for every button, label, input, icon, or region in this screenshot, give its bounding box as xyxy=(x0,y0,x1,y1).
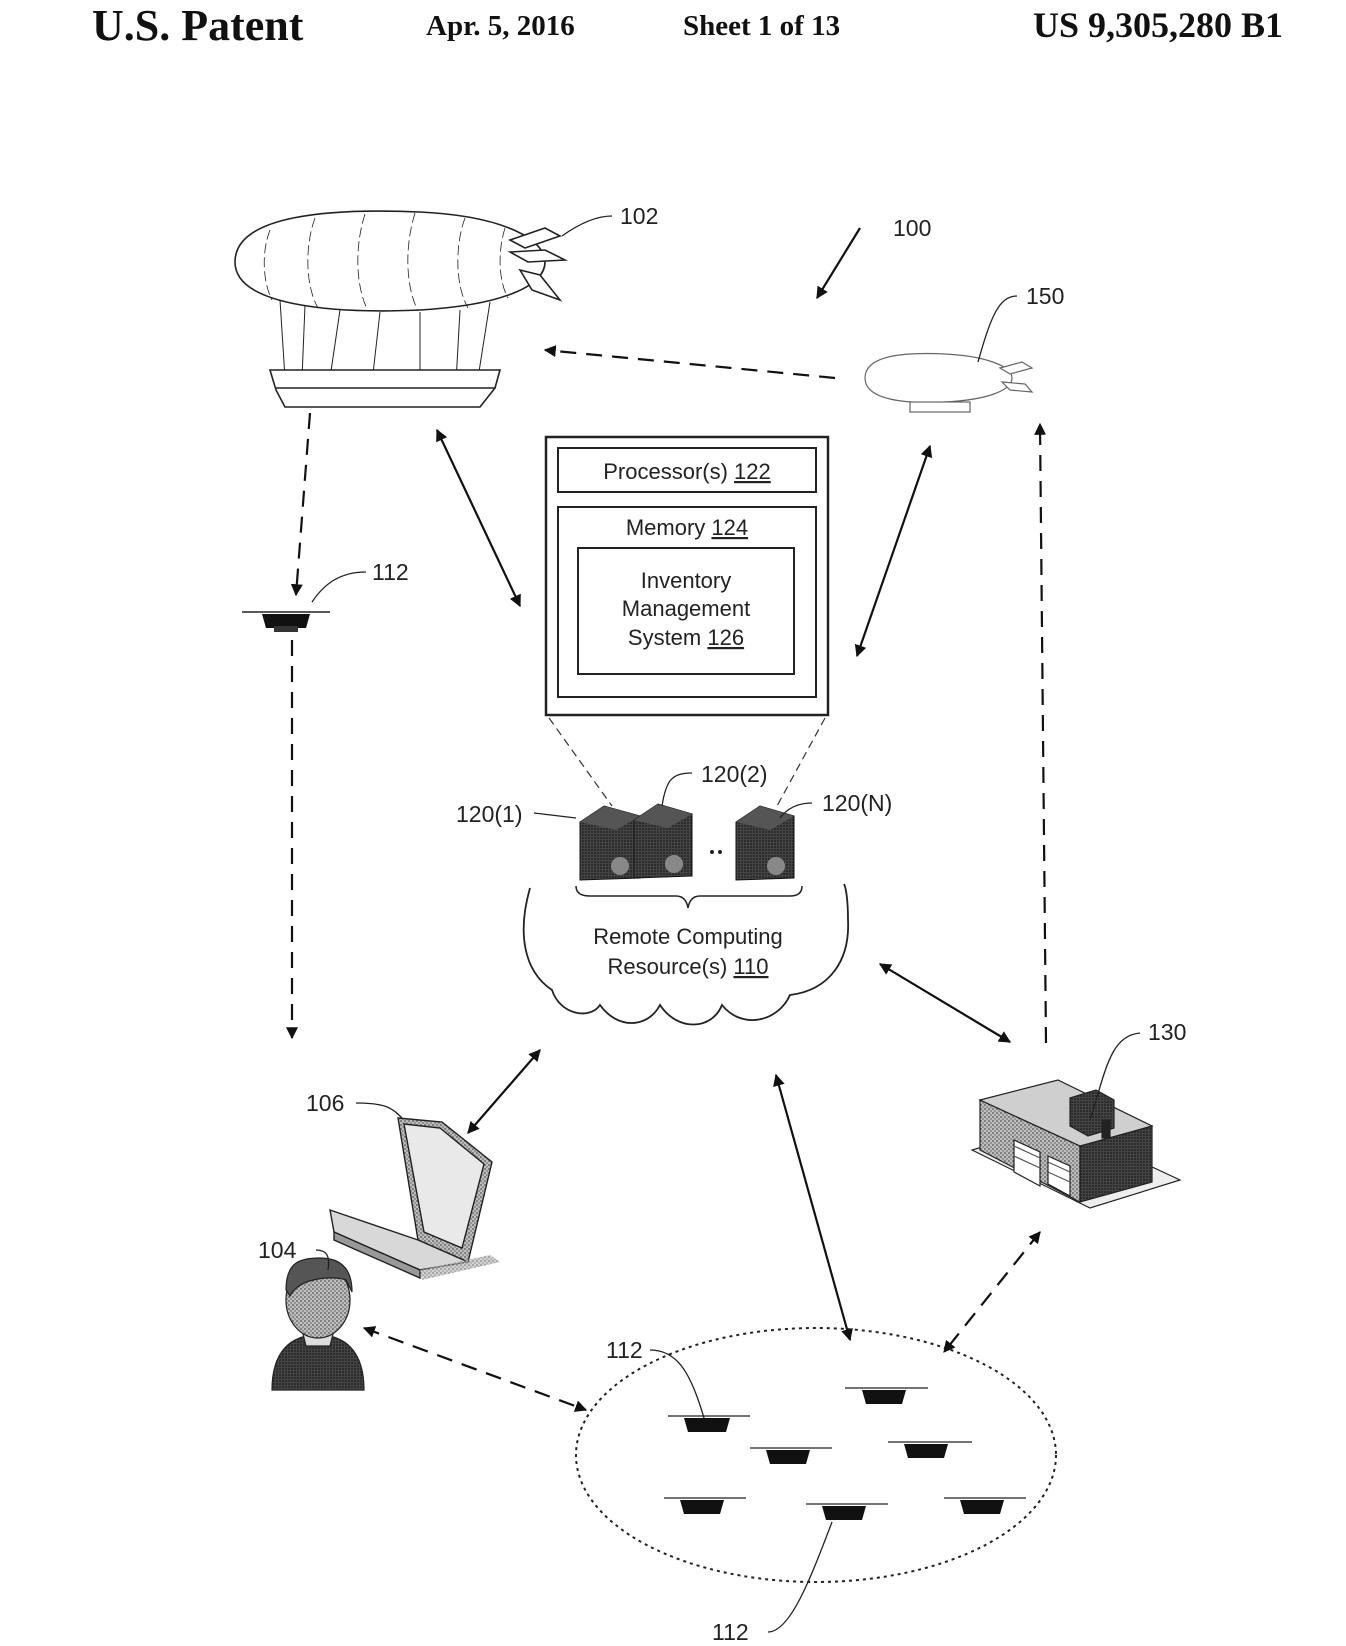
ref-uav-group: 112 xyxy=(606,1337,643,1363)
ref-system: 100 xyxy=(893,215,931,241)
ref-server-n: 120(N) xyxy=(822,790,892,816)
cloud-line2: Resource(s) xyxy=(607,954,727,979)
svg-text:Processor(s) 122: Processor(s) 122 xyxy=(603,459,771,484)
ref-materials-handling: 130 xyxy=(1148,1019,1186,1045)
server-icon xyxy=(579,803,795,881)
memory-ref: 124 xyxy=(711,515,748,540)
ims-line3: System xyxy=(628,625,701,650)
delivery-area xyxy=(575,1327,1057,1583)
patent-number: US 9,305,280 B1 xyxy=(1033,5,1284,45)
ref-user: 104 xyxy=(258,1237,297,1263)
ims-line2: Management xyxy=(622,596,750,621)
ref-laptop: 106 xyxy=(306,1090,344,1116)
server-detail-box: Processor(s) 122 Memory 124 Inventory Ma… xyxy=(544,435,830,717)
svg-text:Resource(s) 110: Resource(s) 110 xyxy=(607,954,768,979)
memory-label: Memory xyxy=(626,515,705,540)
processor-ref: 122 xyxy=(734,459,771,484)
svg-text:Memory 124: Memory 124 xyxy=(626,515,748,540)
user-icon xyxy=(271,1257,365,1391)
shuttle-airship-icon xyxy=(864,352,1034,413)
ref-uav-bottom: 112 xyxy=(712,1619,749,1645)
cloud-line1: Remote Computing xyxy=(593,924,783,949)
ref-server-1: 120(1) xyxy=(456,801,522,827)
ref-shuttle: 150 xyxy=(1026,283,1064,309)
uav-icon xyxy=(242,611,330,632)
ref-server-2: 120(2) xyxy=(701,761,767,787)
building-icon xyxy=(970,1079,1182,1209)
ims-ref: 126 xyxy=(707,625,744,650)
airship-icon xyxy=(234,210,569,408)
cloud-icon xyxy=(522,883,849,1026)
uav-icon xyxy=(664,1387,1026,1520)
processor-label: Processor(s) xyxy=(603,459,728,484)
ims-line1: Inventory xyxy=(641,568,732,593)
laptop-icon xyxy=(329,1117,500,1280)
svg-text:System 126: System 126 xyxy=(628,625,744,650)
patent-header: U.S. Patent Apr. 5, 2016 Sheet 1 of 13 U… xyxy=(0,0,1346,70)
sheet-number: Sheet 1 of 13 xyxy=(683,10,841,42)
patent-title: U.S. Patent xyxy=(92,1,304,50)
ref-uav-top: 112 xyxy=(372,559,409,585)
cloud-ref: 110 xyxy=(733,954,768,979)
ref-airship: 102 xyxy=(620,203,658,229)
patent-date: Apr. 5, 2016 xyxy=(426,10,575,42)
